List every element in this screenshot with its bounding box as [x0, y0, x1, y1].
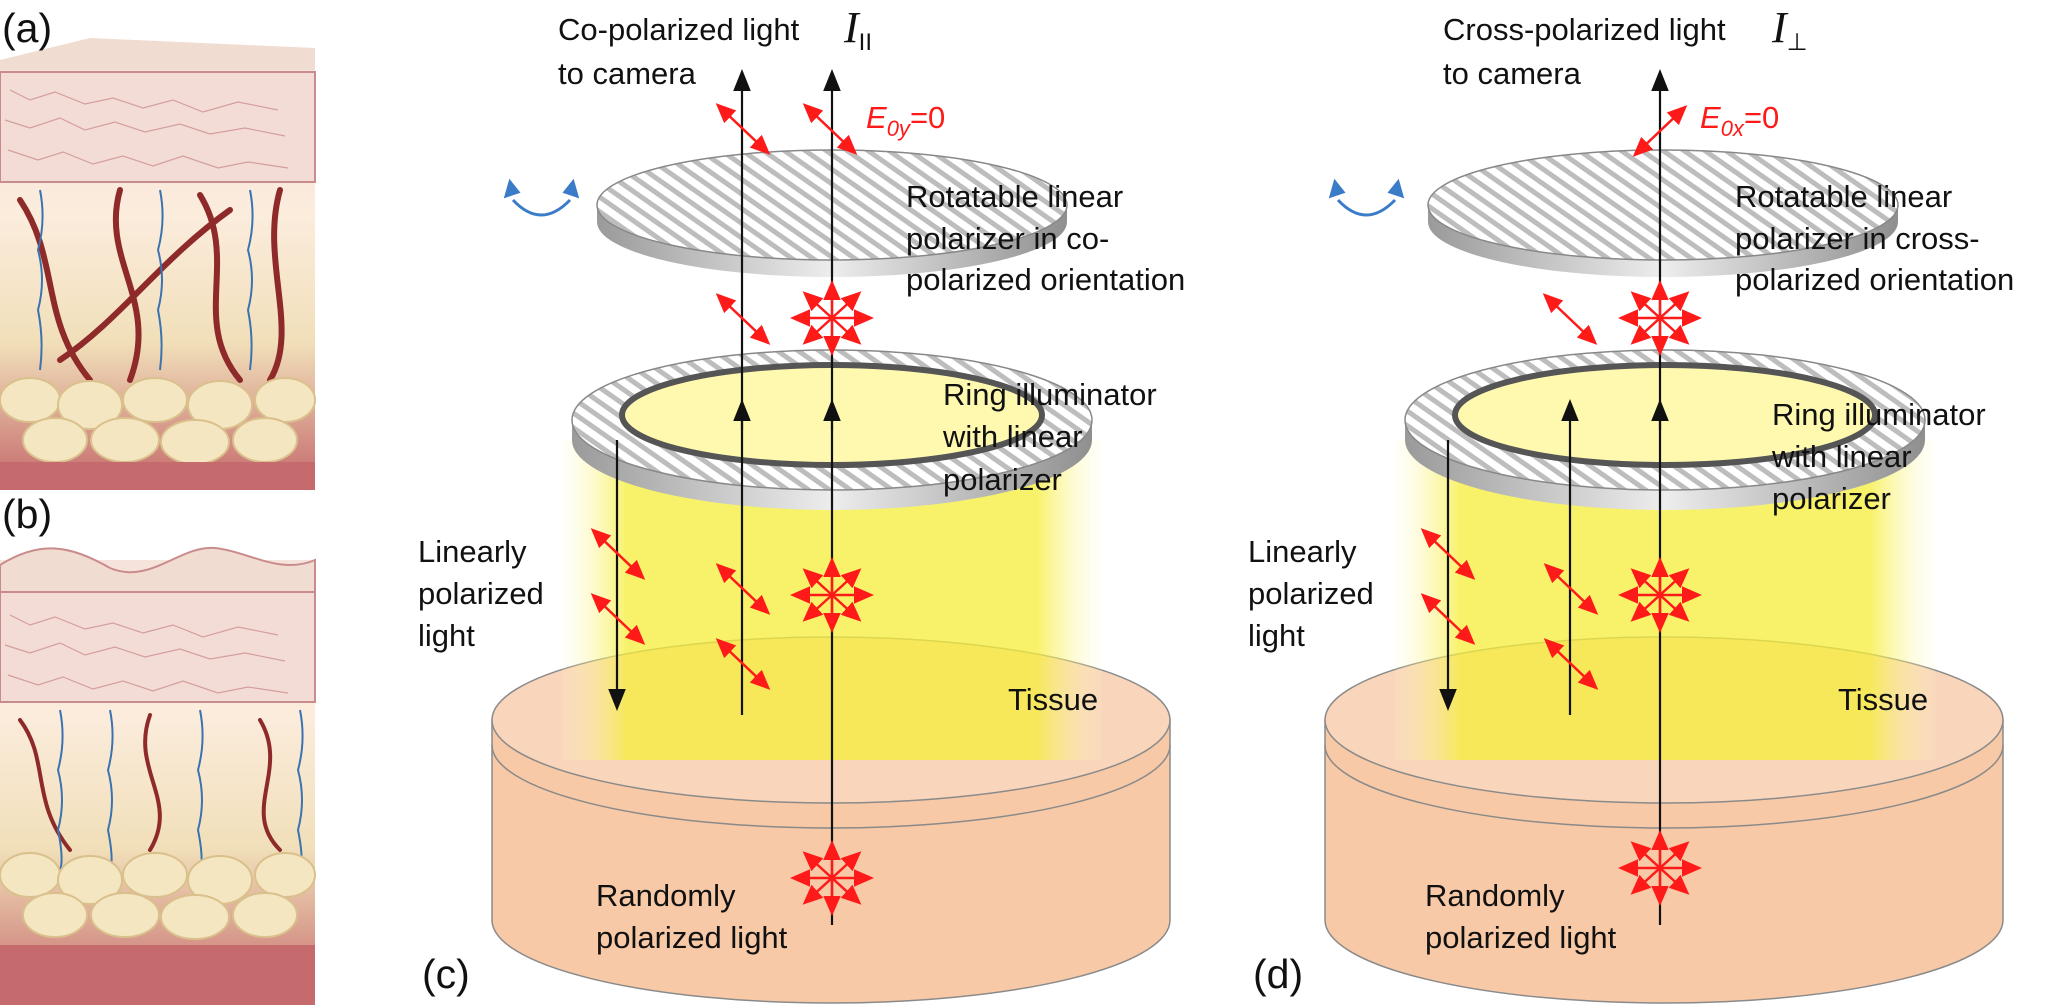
co-light-label-3: light — [418, 618, 475, 653]
rotate-icon — [503, 178, 580, 217]
cross-light-label-3: light — [1248, 618, 1305, 653]
cross-light-label-2: polarized — [1248, 576, 1374, 611]
cross-title-line2: to camera — [1443, 56, 1582, 91]
co-ring-label-2: with linear — [942, 419, 1083, 454]
panel-label-c: (c) — [422, 951, 470, 997]
cross-random-label-1: Randomly — [1425, 878, 1565, 913]
co-title-symbol: III — [843, 3, 872, 56]
co-ring-label-3: polarizer — [943, 462, 1062, 497]
cross-ring-label-2: with linear — [1771, 439, 1912, 474]
cross-ring-label-1: Ring illuminator — [1772, 397, 1986, 432]
pol-arrow — [715, 638, 771, 690]
random-pol-icon — [1618, 557, 1702, 633]
co-polarizer-label-2: polarizer in co- — [906, 221, 1109, 256]
rotatable-polarizer — [1427, 149, 1899, 277]
pol-arrow — [715, 103, 771, 155]
panel-label-d: (d) — [1253, 951, 1303, 997]
cross-polarizer-label-3: polarized orientation — [1735, 262, 2014, 297]
pol-arrow — [590, 528, 646, 580]
random-pol-icon — [790, 840, 874, 916]
panel-label-a: (a) — [2, 5, 52, 51]
random-pol-icon — [790, 557, 874, 633]
cross-tissue-label: Tissue — [1838, 682, 1928, 717]
setup-d — [1324, 69, 2004, 1004]
pol-arrow — [1632, 105, 1688, 157]
co-light-label-1: Linearly — [418, 534, 527, 569]
random-pol-icon — [1618, 830, 1702, 906]
co-ring-label-1: Ring illuminator — [943, 377, 1157, 412]
cross-ring-label-3: polarizer — [1772, 481, 1891, 516]
co-random-label-1: Randomly — [596, 878, 736, 913]
cross-random-label-2: polarized light — [1425, 920, 1617, 955]
pol-arrow — [715, 563, 771, 615]
pol-arrow — [1543, 563, 1599, 615]
co-polarizer-label-1: Rotatable linear — [906, 179, 1123, 214]
pol-arrow — [1542, 293, 1598, 345]
pol-arrow — [802, 103, 858, 155]
pol-arrow — [1420, 593, 1476, 645]
random-pol-icon — [1618, 280, 1702, 356]
cross-polarizer-label-1: Rotatable linear — [1735, 179, 1952, 214]
cross-field-condition: E0x=0 — [1700, 100, 1779, 141]
pol-arrow — [1543, 638, 1599, 690]
rotate-icon — [1328, 178, 1405, 217]
skin-illustration-a — [0, 38, 316, 490]
random-pol-icon — [790, 280, 874, 356]
co-tissue-label: Tissue — [1008, 682, 1098, 717]
co-random-label-2: polarized light — [596, 920, 788, 955]
cross-title-symbol: I⊥ — [1771, 3, 1808, 56]
co-polarizer-label-3: polarized orientation — [906, 262, 1185, 297]
cross-light-label-1: Linearly — [1248, 534, 1357, 569]
pol-arrow — [1420, 528, 1476, 580]
cross-polarizer-label-2: polarizer in cross- — [1735, 221, 1980, 256]
co-field-condition: E0y=0 — [866, 100, 945, 141]
pol-arrow — [590, 593, 646, 645]
pol-arrow — [715, 293, 771, 345]
skin-illustration-b — [0, 546, 316, 1005]
co-light-label-2: polarized — [418, 576, 544, 611]
co-title-line2: to camera — [558, 56, 697, 91]
co-title-line1: Co-polarized light — [558, 12, 800, 47]
cross-title-line1: Cross-polarized light — [1443, 12, 1726, 47]
panel-label-b: (b) — [2, 491, 52, 537]
setup-c — [491, 69, 1171, 1004]
